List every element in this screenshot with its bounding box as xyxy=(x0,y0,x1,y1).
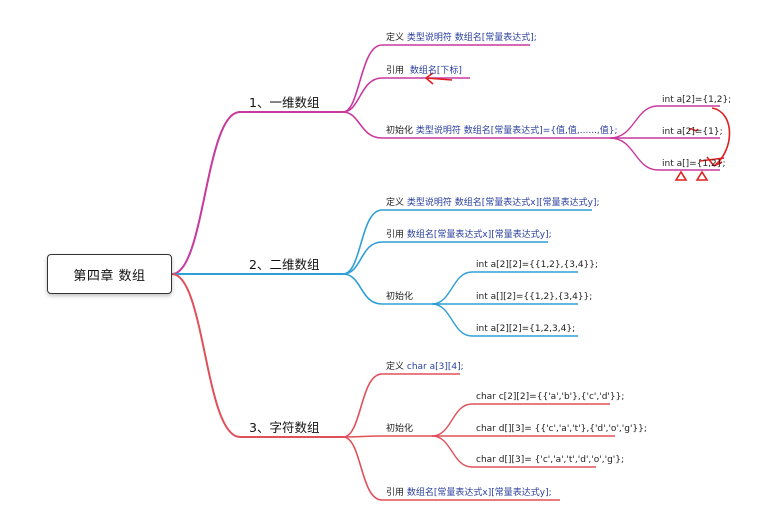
b3-init-child-1[interactable]: char c[2][2]={{'a','b'},{'c','d'}}; xyxy=(476,392,625,402)
connector-b2-ref xyxy=(342,241,548,275)
connector-b3-init xyxy=(342,435,432,438)
b1-init-child-3[interactable]: int a[]={1,2}; xyxy=(662,159,726,169)
connector-b3-ref xyxy=(342,436,560,501)
connector-b1-define xyxy=(342,44,530,113)
b3-init-child-2[interactable]: char d[][3]= {{'c','a','t'},{'d','o','g'… xyxy=(476,424,647,434)
annotation-triangle-2 xyxy=(695,170,709,181)
connector-root-branch3 xyxy=(171,273,343,438)
connector-b1-init-c1 xyxy=(609,105,720,139)
connector-b3-define xyxy=(342,373,460,438)
connector-b3-init-c3 xyxy=(431,435,596,468)
annotation-strike xyxy=(699,157,725,162)
b2-define-prefix: 定义 xyxy=(386,198,405,208)
b1-ref-node[interactable]: 引用 数组名[下标] xyxy=(386,65,462,77)
connector-b2-define xyxy=(342,209,592,275)
b2-init-child-3[interactable]: int a[2][2]={1,2,3,4}; xyxy=(476,324,576,334)
b3-ref-prefix: 引用 xyxy=(386,488,405,498)
b3-define-prefix: 定义 xyxy=(386,362,405,372)
b3-ref-text: 数组名[常量表达式x][常量表达式y]; xyxy=(406,488,552,498)
b3-define-node[interactable]: 定义 char a[3][4]; xyxy=(386,361,464,373)
b1-define-text: 类型说明符 数组名[常量表达式]; xyxy=(406,33,537,43)
annotation-curve-init xyxy=(711,107,731,167)
connector-root-branch1 xyxy=(171,111,343,275)
b2-ref-prefix: 引用 xyxy=(386,230,405,240)
b2-define-node[interactable]: 定义 类型说明符 数组名[常量表达式x][常量表达式y]; xyxy=(386,197,599,209)
branch-3-label[interactable]: 3、字符数组 xyxy=(249,420,320,435)
root-node-title[interactable]: 第四章 数组 xyxy=(47,254,172,294)
b3-init-node[interactable]: 初始化 xyxy=(386,424,414,434)
b3-define-text: char a[3][4]; xyxy=(406,362,464,372)
b2-init-child-2[interactable]: int a[][2]={{1,2},{3,4}}; xyxy=(476,292,593,302)
annotation-arrow-init xyxy=(706,156,723,167)
connector-b1-init-c3 xyxy=(609,137,720,171)
b1-ref-prefix: 引用 xyxy=(386,66,405,76)
connector-b1-init xyxy=(342,111,610,139)
b1-init-text: 类型说明符 数组名[常量表达式]={值,值,......,值}; xyxy=(415,126,618,136)
connector-b2-init-c3 xyxy=(431,303,578,337)
connector-b2-init-c1 xyxy=(431,271,578,305)
b2-define-text: 类型说明符 数组名[常量表达式x][常量表达式y]; xyxy=(406,198,600,208)
b2-init-node[interactable]: 初始化 xyxy=(386,292,414,302)
b2-init-child-1[interactable]: int a[2][2]={{1,2},{3,4}}; xyxy=(476,260,599,270)
connector-b2-init xyxy=(342,273,432,305)
annotation-squiggle xyxy=(688,128,699,132)
b1-define-prefix: 定义 xyxy=(386,33,405,43)
b1-define-node[interactable]: 定义 类型说明符 数组名[常量表达式]; xyxy=(386,32,537,44)
b2-ref-text: 数组名[常量表达式x][常量表达式y]; xyxy=(406,230,552,240)
annotation-triangle-1 xyxy=(674,170,688,181)
branch-2-label[interactable]: 2、二维数组 xyxy=(249,257,320,272)
annotation-arrow-ref xyxy=(425,72,453,85)
b1-init-node[interactable]: 初始化 类型说明符 数组名[常量表达式]={值,值,......,值}; xyxy=(386,125,618,137)
b3-ref-node[interactable]: 引用 数组名[常量表达式x][常量表达式y]; xyxy=(386,487,552,499)
b1-ref-text: 数组名[下标] xyxy=(409,66,462,76)
connector-b3-init-c1 xyxy=(431,403,610,437)
b1-init-child-2[interactable]: int a[2]={1}; xyxy=(662,127,723,137)
connector-b1-ref xyxy=(342,77,470,113)
b2-ref-node[interactable]: 引用 数组名[常量表达式x][常量表达式y]; xyxy=(386,229,552,241)
b1-init-prefix: 初始化 xyxy=(386,126,414,136)
branch-1-label[interactable]: 1、一维数组 xyxy=(249,95,320,110)
b3-init-child-3[interactable]: char d[][3]= {'c','a','t','d','o','g'}; xyxy=(476,455,625,465)
handwritten-annotations xyxy=(425,72,731,181)
b1-init-child-1[interactable]: int a[2]={1,2}; xyxy=(662,95,732,105)
